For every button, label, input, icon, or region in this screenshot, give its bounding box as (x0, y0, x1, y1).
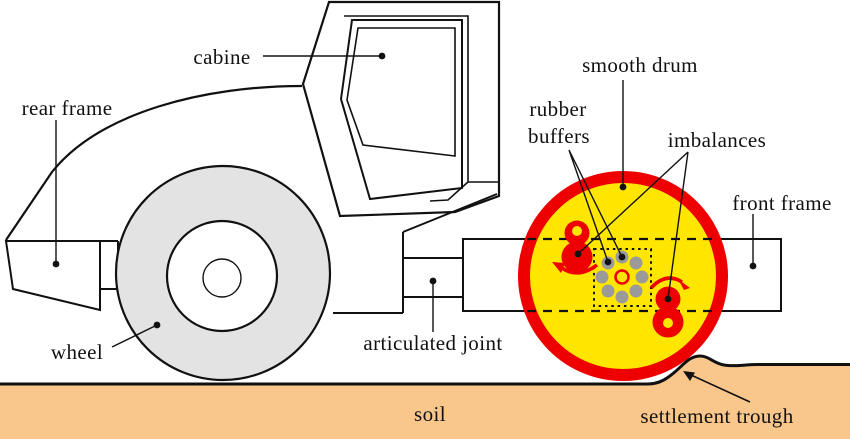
cabin-window-inner (346, 27, 456, 157)
leader-dot (618, 253, 626, 261)
rear-frame-box (4, 240, 101, 312)
buffer-dot (635, 270, 649, 284)
leader-dot (619, 183, 627, 191)
label-settlement-trough: settlement trough (640, 404, 793, 428)
imbalance-right-hole (663, 318, 673, 328)
leader-lines (55, 55, 754, 348)
soil-body (0, 356, 850, 439)
leader-dot (664, 295, 672, 303)
leader-dot (52, 260, 60, 268)
label-front-frame: front frame (732, 191, 831, 215)
cabin-window-outer (339, 19, 463, 201)
label-rubber-buffers-line1: rubber (529, 97, 586, 121)
rotation-arrow-cw-icon (649, 276, 690, 290)
leader-dots (52, 52, 757, 329)
wheel-hub (202, 258, 242, 298)
soil-surface (0, 354, 850, 386)
body-front-edge (402, 193, 498, 233)
leader-wheel (111, 324, 158, 348)
buffer-dot (595, 270, 609, 284)
leader-dot (429, 277, 437, 285)
label-imbalances: imbalances (668, 128, 766, 152)
leader-rubber-buffers (568, 149, 623, 263)
buffer-dot (601, 284, 615, 298)
leader-dot (604, 258, 612, 266)
buffer-dot (629, 256, 643, 270)
label-rubber-buffers-line2: buffers (528, 124, 590, 148)
leader-imbalances (577, 151, 689, 300)
leader-dot (153, 321, 161, 329)
drum-axle-center (614, 269, 630, 285)
label-articulated-joint: articulated joint (363, 331, 502, 355)
settlement-arrow-icon (683, 371, 751, 403)
label-rear-frame: rear frame (22, 96, 113, 120)
label-smooth-drum: smooth drum (582, 53, 698, 77)
label-cabine: cabine (193, 45, 250, 69)
leader-dot (378, 52, 386, 60)
imbalance-left-hole (572, 226, 582, 236)
label-wheel: wheel (51, 340, 103, 364)
leader-dot (574, 250, 582, 258)
buffer-dot (629, 284, 643, 298)
buffer-dot (615, 290, 629, 304)
leader-dot (749, 262, 757, 270)
imbalance-left (561, 220, 593, 273)
rotation-arrow-ccw-icon (552, 262, 599, 275)
dashed-frame-line (527, 237, 719, 313)
label-soil: soil (414, 402, 446, 426)
hood-outline (5, 84, 303, 241)
